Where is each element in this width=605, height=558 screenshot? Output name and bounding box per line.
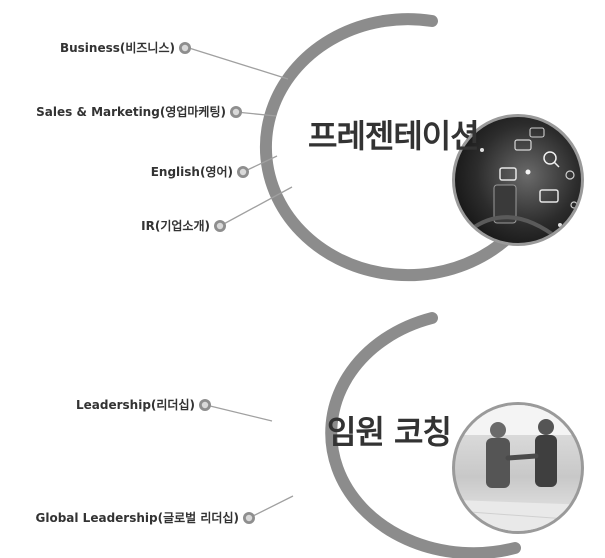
section2-title: 임원 코칭 [327,413,452,451]
item-global-leadership[interactable]: Global Leadership(글로벌 리더십) [35,511,240,525]
section1-connector-3 [242,155,278,173]
section2-connector-1 [205,404,273,422]
section1-bullet-dots [179,42,249,232]
presentation-photo [452,114,584,246]
section1-arc [259,13,524,282]
item-english[interactable]: English(영어) [150,165,233,179]
section2-bullet-dots [199,399,255,524]
section2-connector-2 [248,495,294,519]
section1-connector-2 [235,111,277,117]
item-business[interactable]: Business(비즈니스) [59,41,175,55]
item-sales-marketing[interactable]: Sales & Marketing(영업마케팅) [36,105,226,119]
section1-title: 프레젠테이션 [308,117,480,155]
coaching-photo [452,402,584,534]
item-ir[interactable]: IR(기업소개) [141,219,210,233]
section1-connector-4 [219,186,293,227]
section1-connector-1 [188,47,289,80]
section2-arc [325,312,521,558]
item-leadership[interactable]: Leadership(리더십) [75,398,195,412]
